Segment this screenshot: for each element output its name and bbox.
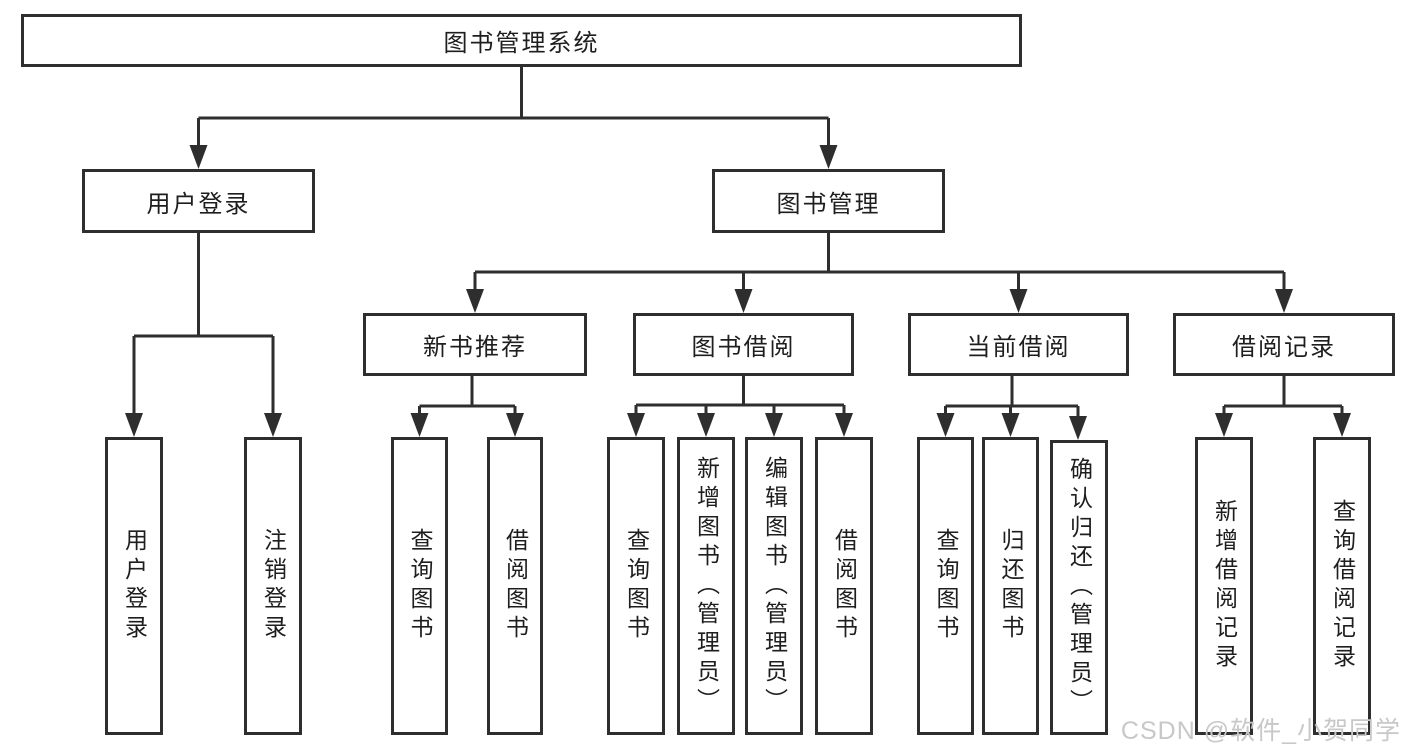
node-borrow-record: 借阅记录 xyxy=(1173,313,1395,376)
node-book-mgmt-branch-label: 图书管理 xyxy=(776,190,881,218)
leaf-add-borrow-record: 新增借阅记录 xyxy=(1195,437,1253,735)
leaf-logout-label: 注销登录 xyxy=(260,528,287,644)
leaf-add-books-admin: 新增图书（管理员） xyxy=(677,437,735,735)
node-user-login-branch-label: 用户登录 xyxy=(146,190,251,218)
csdn-watermark: CSDN @软件_小贺同学 xyxy=(1120,717,1401,745)
leaf-borrow-books-borrow-label: 借阅图书 xyxy=(831,528,858,644)
leaf-confirm-return-admin: 确认归还（管理员） xyxy=(1050,440,1108,735)
connector-new-book-group xyxy=(410,376,524,437)
leaf-borrow-books-recommend-label: 借阅图书 xyxy=(502,528,529,644)
leaf-query-books-current: 查询图书 xyxy=(917,437,974,735)
connector-root-to-level2 xyxy=(189,67,838,169)
node-new-book-recommend-label: 新书推荐 xyxy=(423,334,527,361)
node-new-book-recommend: 新书推荐 xyxy=(363,313,587,376)
leaf-query-borrow-record-label: 查询借阅记录 xyxy=(1329,499,1356,673)
leaf-query-books-recommend: 查询图书 xyxy=(391,437,448,735)
leaf-user-login: 用户登录 xyxy=(105,437,163,735)
leaf-add-books-admin-label: 新增图书（管理员） xyxy=(693,455,720,717)
leaf-borrow-books-recommend: 借阅图书 xyxy=(487,437,543,735)
leaf-return-books: 归还图书 xyxy=(982,437,1039,735)
leaf-borrow-books-borrow: 借阅图书 xyxy=(815,437,873,735)
node-borrow-record-label: 借阅记录 xyxy=(1232,334,1336,361)
node-book-borrow: 图书借阅 xyxy=(633,313,854,376)
node-book-borrow-label: 图书借阅 xyxy=(691,334,796,361)
leaf-user-login-label: 用户登录 xyxy=(121,528,148,644)
connector-user-branch xyxy=(125,233,282,437)
connector-borrow-record-group xyxy=(1215,376,1351,437)
leaf-query-books-recommend-label: 查询图书 xyxy=(407,528,433,644)
connector-book-borrow-group xyxy=(627,376,853,437)
connector-mgmt-to-groups xyxy=(466,233,1293,313)
connector-current-borrow-group xyxy=(936,376,1087,440)
node-user-login-branch: 用户登录 xyxy=(82,169,315,233)
leaf-return-books-label: 归还图书 xyxy=(998,528,1024,644)
node-book-mgmt-branch: 图书管理 xyxy=(712,169,945,233)
leaf-logout: 注销登录 xyxy=(244,437,302,735)
leaf-query-books-current-label: 查询图书 xyxy=(933,528,959,644)
node-root-label: 图书管理系统 xyxy=(443,30,600,57)
leaf-add-borrow-record-label: 新增借阅记录 xyxy=(1211,499,1238,673)
leaf-edit-books-admin-label: 编辑图书（管理员） xyxy=(761,455,788,717)
leaf-query-borrow-record: 查询借阅记录 xyxy=(1313,437,1371,735)
leaf-query-books-borrow: 查询图书 xyxy=(607,437,665,735)
leaf-confirm-return-admin-label: 确认归还（管理员） xyxy=(1066,457,1093,718)
node-current-borrow: 当前借阅 xyxy=(908,313,1129,376)
node-root: 图书管理系统 xyxy=(21,14,1022,67)
leaf-query-books-borrow-label: 查询图书 xyxy=(623,528,650,644)
leaf-edit-books-admin: 编辑图书（管理员） xyxy=(745,437,803,735)
node-current-borrow-label: 当前借阅 xyxy=(966,334,1071,361)
